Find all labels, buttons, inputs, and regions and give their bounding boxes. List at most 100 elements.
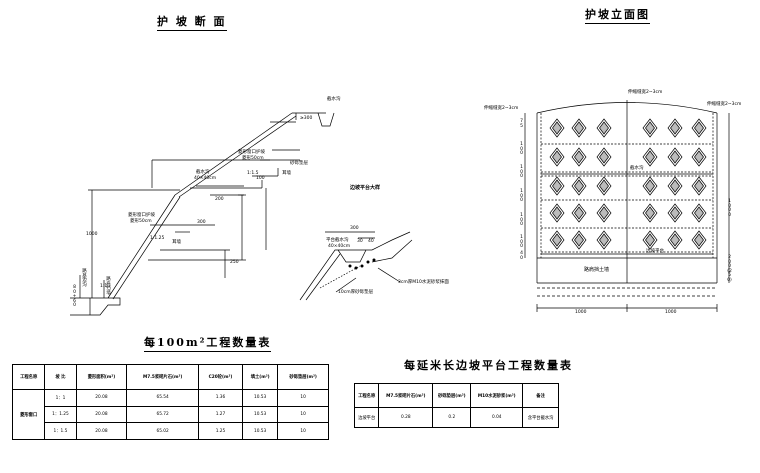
platform-mortar: 3cm厚M10水泥砂浆抹面 — [398, 280, 449, 285]
table2-title: 每延米长边坡平台工程数量表 — [404, 359, 573, 372]
elev-width-right: 1000 — [665, 310, 677, 315]
table-row: 菱形窗口 1：1 20.08 65.54 1.36 10.53 10 — [11, 389, 329, 440]
table-row: 边坡平台 0.28 0.2 0.04 含平台截水沟 — [353, 407, 559, 428]
table1-title: 每100m²工程数量表 — [144, 334, 272, 352]
table-row: 1：1.25 20.08 65.72 1.27 10.53 10 — [13, 405, 329, 424]
window-diamond-fill — [552, 179, 562, 193]
window-diamond-fill — [552, 233, 562, 247]
platform-gravel: 10cm厚砂砾垫层 — [338, 290, 374, 295]
t1-r0-c0: 1：1 — [44, 389, 77, 407]
window-diamond-fill — [694, 150, 704, 164]
t2-c0: 边坡平台 — [353, 407, 380, 428]
window-diamond-fill — [670, 206, 680, 220]
toe-wall-label: 路肩挡墙 — [106, 277, 111, 296]
quantity-table-1: 工程名称 坡 比 菱形面积(m²) M7.5浆砌片石(m³) C20砼(m³) … — [11, 364, 329, 440]
gravel-top-label: 砂砾垫层 — [290, 161, 308, 166]
window-diamond-fill — [694, 179, 704, 193]
window-diamond-fill — [694, 233, 704, 247]
table-row: 1：1.5 20.08 65.02 1.25 10.53 10 — [13, 422, 329, 440]
t2-c3: 0.04 — [470, 407, 524, 428]
window-diamond-fill — [599, 206, 609, 220]
window-diamond-fill — [645, 150, 655, 164]
joint-right-label: 伸缩缝宽2~3cm — [707, 102, 742, 107]
dim-ge300: ≥300 — [300, 116, 313, 121]
t1-h1: 坡 比 — [44, 364, 77, 390]
slope-top-label: 1:1.5 — [247, 171, 259, 176]
elev-dim-label: 100 — [520, 165, 523, 180]
elev-drain-label: 截水沟 — [630, 166, 644, 171]
t1-r2-c4: 10.53 — [241, 422, 279, 440]
elev-dim-label: 100 — [520, 213, 523, 228]
drain-mid-label-2: 40×40cm — [194, 176, 217, 181]
curb-top-label: 耳墙 — [282, 171, 291, 176]
platform-drain-2: 40×40cm — [328, 244, 351, 249]
t2-c1: 0.28 — [378, 407, 434, 428]
window-diamond-fill — [645, 206, 655, 220]
platform-d30: 30 — [357, 239, 363, 244]
t1-r1-c5: 10 — [277, 405, 329, 424]
t1-r0-c2: 65.54 — [126, 389, 200, 407]
t1-name: 菱形窗口 — [11, 389, 46, 440]
elev-platform-label: 边坡平台 — [646, 249, 664, 254]
t1-r2-c5: 10 — [277, 422, 329, 440]
window-diamond-fill — [574, 150, 584, 164]
t2-h4: 备注 — [522, 383, 559, 408]
elev-dim-label: 100 — [520, 142, 523, 157]
elev-height-right: 1000 — [728, 199, 731, 218]
t2-h3: M10水泥砂浆(m³) — [470, 383, 524, 408]
dim-100: 100 — [256, 176, 265, 181]
window-mid-label-2: 菱形50cm — [130, 219, 152, 224]
window-diamond-fill — [670, 179, 680, 193]
drain-mid-label-1: 截水沟 — [196, 170, 210, 175]
elev-dim-label: 100 — [520, 235, 523, 250]
window-diamond-fill — [645, 179, 655, 193]
window-diamond-fill — [670, 150, 680, 164]
elev-dim-label: 75 — [520, 119, 523, 129]
platform-width: 300 — [350, 226, 359, 231]
dim-250: 250 — [230, 260, 239, 265]
t1-r0-c4: 10.53 — [241, 389, 279, 407]
dim-200: 200 — [215, 197, 224, 202]
dim-1000: 1000 — [86, 232, 98, 237]
t1-r1-c1: 20.08 — [75, 405, 128, 424]
window-diamond-fill — [599, 233, 609, 247]
t1-h0: 工程名称 — [11, 364, 46, 390]
window-diamond-fill — [552, 206, 562, 220]
t1-r1-c0: 1：1.25 — [44, 405, 77, 424]
t2-h1: M7.5浆砌片石(m³) — [378, 383, 434, 408]
window-diamond-fill — [645, 233, 655, 247]
t2-h0: 工程名称 — [353, 383, 380, 408]
t1-r2-c0: 1：1.5 — [44, 422, 77, 440]
t1-r1-c2: 65.72 — [126, 405, 200, 424]
slope-mid-label: 1:1.25 — [150, 236, 165, 241]
drain-top-label: 截水沟 — [327, 97, 341, 102]
curb-mid-label: 耳墙 — [172, 240, 181, 245]
elev-dim-label: 100 — [520, 189, 523, 204]
t1-r0-c1: 20.08 — [75, 389, 128, 407]
window-diamond-fill — [599, 121, 609, 135]
window-diamond-fill — [552, 121, 562, 135]
window-diamond-fill — [670, 233, 680, 247]
window-mid-label-1: 菱形窗口护坡 — [128, 213, 155, 218]
t1-r1-c4: 10.53 — [241, 405, 279, 424]
joint-center-label: 伸缩缝宽2~3cm — [628, 90, 663, 95]
platform-drain-1: 平台截水沟 — [326, 238, 349, 243]
toe-dim: 80+60 — [72, 285, 77, 309]
t1-h6: 砂砾垫层(m³) — [277, 364, 329, 390]
toe-ditch-label: 路基边沟 — [82, 269, 87, 288]
t1-r2-c1: 20.08 — [75, 422, 128, 440]
toe-slope-label: 1:1 — [100, 284, 108, 289]
window-diamond-fill — [574, 179, 584, 193]
t1-h2: 菱形面积(m²) — [75, 364, 128, 390]
window-diamond-fill — [645, 121, 655, 135]
window-diamond-fill — [694, 206, 704, 220]
window-diamond-fill — [670, 121, 680, 135]
t1-r0-c3: 1.36 — [198, 389, 243, 407]
t1-r1-c3: 1.27 — [198, 405, 243, 424]
window-diamond-fill — [574, 206, 584, 220]
window-top-label-1: 菱形窗口护坡 — [238, 150, 265, 155]
